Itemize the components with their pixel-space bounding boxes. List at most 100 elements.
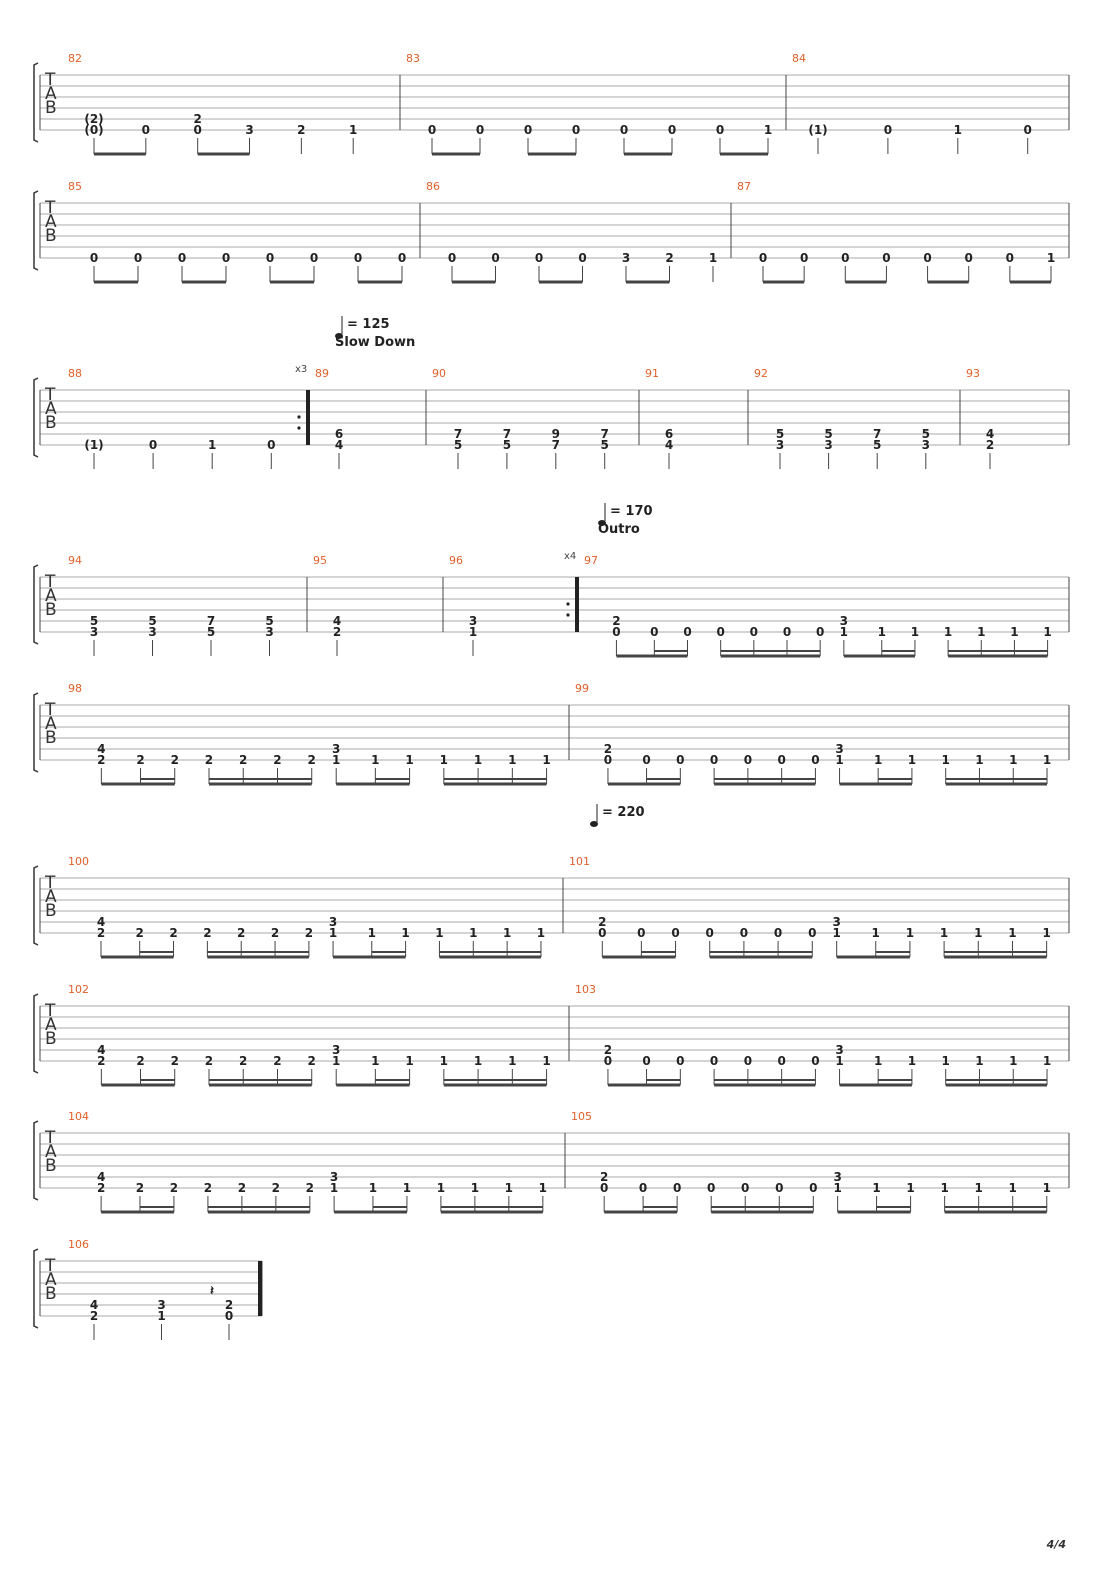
fret-number: 2 bbox=[237, 926, 245, 940]
fret-number: 1 bbox=[371, 753, 379, 767]
fret-number: 2 bbox=[308, 753, 316, 767]
fret-number: 0 bbox=[1006, 251, 1014, 265]
fret-number: (1) bbox=[808, 123, 827, 137]
fret-number: 3 bbox=[824, 438, 832, 452]
measure-number: 94 bbox=[68, 554, 82, 567]
fret-number: 0 bbox=[178, 251, 186, 265]
fret-number: 2 bbox=[97, 1054, 105, 1068]
fret-number: 1 bbox=[944, 625, 952, 639]
fret-number: 1 bbox=[469, 926, 477, 940]
section-label: Slow Down bbox=[335, 335, 415, 350]
fret-number: 0 bbox=[639, 1181, 647, 1195]
fret-number: 5 bbox=[922, 427, 930, 441]
repeat-dot bbox=[297, 415, 301, 419]
fret-number: 2 bbox=[238, 1181, 246, 1195]
repeat-dot bbox=[297, 426, 301, 430]
fret-number: 0 bbox=[428, 123, 436, 137]
fret-number: 2 bbox=[297, 123, 305, 137]
page-number: 4/4 bbox=[1046, 1538, 1066, 1551]
repeat-dot bbox=[566, 613, 570, 617]
quarter-note-icon bbox=[335, 333, 343, 339]
tab-clef-letter: A bbox=[45, 399, 57, 419]
fret-number: 2 bbox=[239, 753, 247, 767]
fret-number: 1 bbox=[437, 1181, 445, 1195]
fret-number: 3 bbox=[332, 742, 340, 756]
fret-number: 1 bbox=[503, 926, 511, 940]
measure-number: 105 bbox=[571, 1110, 592, 1123]
fret-number: 2 bbox=[97, 926, 105, 940]
measure-number: 93 bbox=[966, 367, 980, 380]
fret-number: 0 bbox=[642, 753, 650, 767]
fret-number: 2 bbox=[225, 1298, 233, 1312]
fret-number: 0 bbox=[676, 1054, 684, 1068]
tempo-marking: = 220 bbox=[602, 805, 645, 820]
fret-number: 1 bbox=[368, 926, 376, 940]
fret-number: 0 bbox=[1024, 123, 1032, 137]
tab-clef-letter: B bbox=[45, 1029, 57, 1049]
fret-number: 0 bbox=[620, 123, 628, 137]
fret-number: 1 bbox=[908, 753, 916, 767]
repeat-dot bbox=[566, 602, 570, 606]
fret-number: 4 bbox=[333, 614, 341, 628]
tab-clef-letter: T bbox=[44, 385, 56, 405]
fret-number: 0 bbox=[841, 251, 849, 265]
fret-number: 1 bbox=[874, 753, 882, 767]
fret-number: 1 bbox=[942, 1054, 950, 1068]
measure-number: 98 bbox=[68, 682, 82, 695]
fret-number: 3 bbox=[90, 625, 98, 639]
fret-number: 0 bbox=[578, 251, 586, 265]
tab-clef-letter: B bbox=[45, 413, 57, 433]
tab-clef-letter: A bbox=[45, 1142, 57, 1162]
tab-clef-letter: T bbox=[44, 700, 56, 720]
fret-number: 0 bbox=[600, 1181, 608, 1195]
fret-number: 2 bbox=[271, 926, 279, 940]
fret-number: 0 bbox=[777, 1054, 785, 1068]
fret-number: 2 bbox=[986, 438, 994, 452]
fret-number: 2 bbox=[97, 753, 105, 767]
measure-number: 106 bbox=[68, 1238, 89, 1251]
fret-number: 9 bbox=[552, 427, 560, 441]
fret-number: 2 bbox=[600, 1170, 608, 1184]
repeat-count: x3 bbox=[295, 364, 307, 375]
fret-number: 3 bbox=[776, 438, 784, 452]
fret-number: 1 bbox=[474, 753, 482, 767]
tab-clef-letter: A bbox=[45, 1015, 57, 1035]
fret-number: 1 bbox=[1043, 1181, 1051, 1195]
section-label: Outro bbox=[598, 522, 640, 537]
fret-number: 1 bbox=[832, 926, 840, 940]
fret-number: 0 bbox=[524, 123, 532, 137]
quarter-rest-icon: 𝄽 bbox=[210, 1284, 214, 1299]
fret-number: 4 bbox=[97, 1043, 105, 1057]
fret-number: 3 bbox=[469, 614, 477, 628]
fret-number: 1 bbox=[440, 753, 448, 767]
fret-number: 1 bbox=[833, 1181, 841, 1195]
fret-number: 0 bbox=[222, 251, 230, 265]
measure-number: 83 bbox=[406, 52, 420, 65]
fret-number: 3 bbox=[622, 251, 630, 265]
fret-number: 3 bbox=[835, 742, 843, 756]
fret-number: 2 bbox=[136, 926, 144, 940]
tempo-marking: = 170 bbox=[610, 504, 653, 519]
fret-number: 2 bbox=[170, 1181, 178, 1195]
fret-number: 1 bbox=[906, 926, 914, 940]
fret-number: 4 bbox=[97, 1170, 105, 1184]
fret-number: 5 bbox=[873, 438, 881, 452]
measure-number: 85 bbox=[68, 180, 82, 193]
fret-number: 1 bbox=[505, 1181, 513, 1195]
fret-number: 0 bbox=[809, 1181, 817, 1195]
tab-clef-letter: T bbox=[44, 873, 56, 893]
fret-number: 2 bbox=[239, 1054, 247, 1068]
